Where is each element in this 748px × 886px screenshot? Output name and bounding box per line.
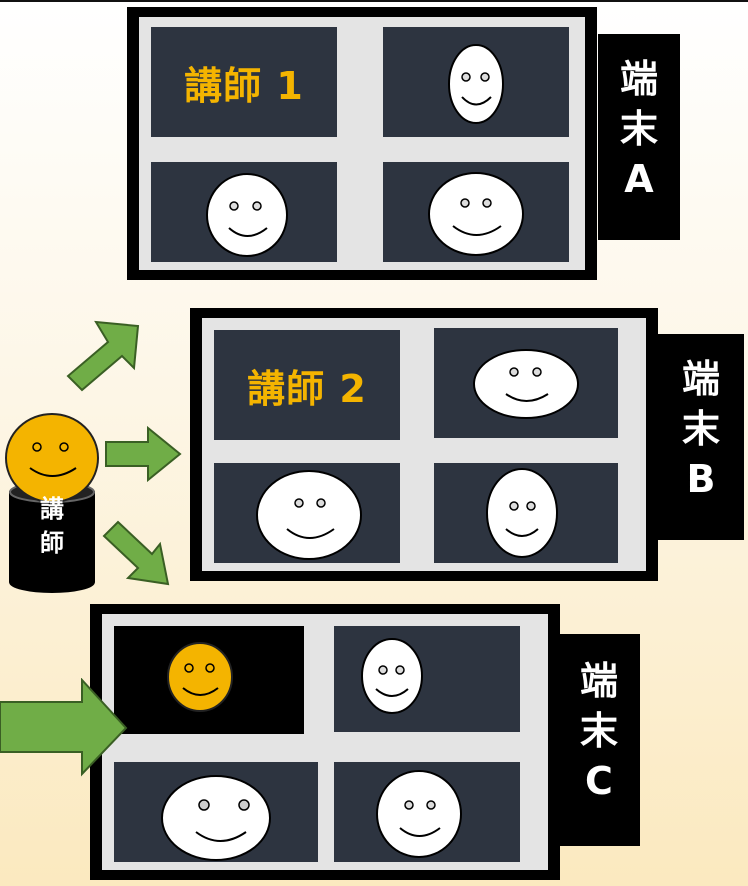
presenter-face-icon <box>167 642 233 712</box>
participant-tile <box>151 162 337 262</box>
device-b-tag-line: 端 <box>681 357 720 401</box>
presenter-label-line: 講 <box>40 495 64 523</box>
smiley-face-icon <box>256 470 362 560</box>
smiley-face-icon <box>376 770 462 858</box>
smiley-face-icon <box>361 638 423 714</box>
smiley-face-icon <box>206 173 288 257</box>
device-c-tag: 端 末 C <box>558 634 640 846</box>
device-a-tag-line: 末 <box>619 107 658 151</box>
participant-tile <box>434 463 618 563</box>
device-c-tag-line: 末 <box>579 709 618 753</box>
participant-tile <box>334 762 520 862</box>
smiley-face-icon <box>486 468 558 558</box>
tile-instructor-1: 講師 1 <box>151 27 337 137</box>
device-c-screen <box>102 614 548 870</box>
device-c <box>90 604 560 880</box>
top-border-line <box>0 0 748 2</box>
presenter-label: 講 師 <box>32 492 72 560</box>
device-b-tag-line: 末 <box>681 407 720 451</box>
arrow-into-device-c <box>0 678 128 777</box>
smiley-face-icon <box>161 775 271 861</box>
presenter-label-line: 師 <box>40 529 64 557</box>
smiley-face-icon <box>448 44 504 124</box>
participant-tile <box>383 27 569 137</box>
tile-instructor-2: 講師 2 <box>214 330 400 440</box>
device-c-tag-line: C <box>585 759 613 803</box>
participant-tile <box>214 463 400 563</box>
participant-tile <box>434 328 618 438</box>
device-a-tag-line: A <box>624 157 654 201</box>
participant-tile <box>114 762 318 862</box>
device-a-tag: 端 末 A <box>598 34 680 240</box>
arrow-to-device-c <box>102 520 170 586</box>
device-a-screen: 講師 1 <box>139 17 585 270</box>
device-c-tag-line: 端 <box>579 659 618 703</box>
smiley-face-icon <box>473 349 579 419</box>
smiley-face-icon <box>428 172 524 256</box>
device-b: 講師 2 <box>190 308 658 581</box>
device-b-tag: 端 末 B <box>658 334 744 540</box>
instructor-1-label: 講師 1 <box>184 63 304 108</box>
device-a: 講師 1 <box>127 7 597 280</box>
arrow-to-device-b <box>105 426 182 482</box>
presenter-figure <box>5 413 99 593</box>
device-b-tag-line: B <box>686 457 716 501</box>
device-a-tag-line: 端 <box>619 57 658 101</box>
tile-presenter-feed <box>114 626 304 734</box>
participant-tile <box>334 626 520 732</box>
arrow-to-device-a <box>66 320 140 392</box>
presenter-face-icon <box>5 413 99 503</box>
device-b-screen: 講師 2 <box>202 318 646 571</box>
instructor-2-label: 講師 2 <box>247 366 367 411</box>
participant-tile <box>383 162 569 262</box>
